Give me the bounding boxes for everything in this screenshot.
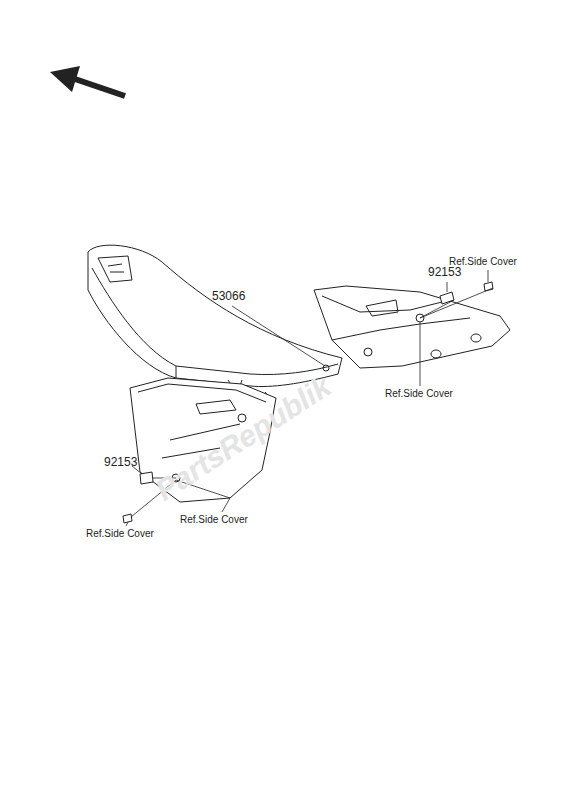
leader-lines <box>126 270 493 526</box>
bolts <box>123 282 493 523</box>
right-side-cover <box>314 286 510 368</box>
reference-label: Ref.Side Cover <box>385 388 453 400</box>
callout-number: 92153 <box>104 456 137 468</box>
reference-label: Ref.Side Cover <box>449 256 517 268</box>
front-arrow-head <box>50 66 80 92</box>
front-arrow <box>72 78 125 96</box>
callout-number: 53066 <box>212 290 245 302</box>
reference-label: Ref.Side Cover <box>86 528 154 540</box>
reference-label: Ref.Side Cover <box>180 514 248 526</box>
callout-number: 92153 <box>428 266 461 278</box>
